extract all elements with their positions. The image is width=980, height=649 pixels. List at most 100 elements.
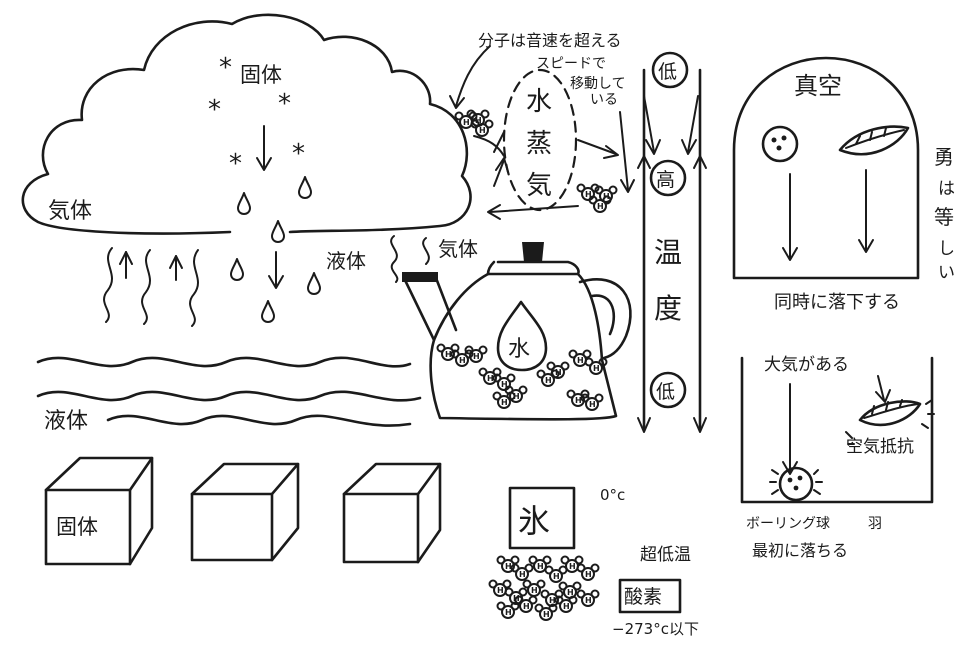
molecule-speed-label-2: スピードで <box>536 56 606 72</box>
svg-text:H: H <box>545 376 552 385</box>
vapor-char-1: 水 <box>526 87 552 117</box>
svg-text:H: H <box>585 190 592 199</box>
svg-text:H: H <box>569 562 576 571</box>
svg-text:H: H <box>505 562 512 571</box>
high-temp-circle <box>649 159 687 197</box>
temperature-char-2: 度 <box>654 292 682 325</box>
oxygen-box <box>618 578 682 614</box>
ice-label: 氷 <box>518 502 550 540</box>
zero-c-label: 0°c <box>600 486 625 504</box>
water-molecule-icon: H <box>528 555 552 573</box>
kettle-liquid-label: 液体 <box>326 249 366 273</box>
equal-momentum-label: 勇 は 等 し い <box>934 145 955 283</box>
vacuum-label: 真空 <box>794 72 842 100</box>
ice-block <box>508 486 576 550</box>
svg-text:し: し <box>938 239 955 259</box>
water-molecule-icon: H <box>544 565 568 583</box>
svg-text:H: H <box>505 608 512 617</box>
svg-text:H: H <box>497 586 504 595</box>
water-molecule-icon: H <box>546 361 570 379</box>
water-waves <box>36 356 422 427</box>
svg-text:H: H <box>597 202 604 211</box>
bowling-ball-icon <box>778 466 814 502</box>
raindrop-icon <box>298 176 312 199</box>
svg-text:H: H <box>585 570 592 579</box>
air-present-label: 大気がある <box>764 355 849 375</box>
svg-text:H: H <box>513 392 520 401</box>
cloud <box>21 13 472 235</box>
svg-text:勇: 勇 <box>934 145 954 169</box>
water-molecule-icon: H <box>492 373 516 391</box>
svg-text:H: H <box>567 588 574 597</box>
temperature-column <box>637 51 707 433</box>
water-molecule-icon: H <box>576 563 600 581</box>
svg-text:い: い <box>938 263 955 283</box>
cloud-down-arrow <box>256 125 272 171</box>
ultra-low-temp-label: 超低温 <box>640 545 691 565</box>
water-molecule-icon: H <box>560 555 584 573</box>
svg-text:H: H <box>487 374 494 383</box>
raindrop-icon <box>230 258 244 281</box>
rising-vapor <box>103 247 199 327</box>
svg-text:H: H <box>459 356 466 365</box>
svg-text:H: H <box>519 570 526 579</box>
first-to-fall-label: 最初に落ちる <box>752 541 848 560</box>
svg-text:H: H <box>555 368 562 377</box>
feather-icon <box>858 400 922 427</box>
svg-text:H: H <box>479 126 486 135</box>
snowflakes: * * * * * <box>208 53 305 179</box>
molecule-speed-label-1: 分子は音速を超える <box>478 31 622 50</box>
svg-text:H: H <box>537 562 544 571</box>
svg-text:H: H <box>445 350 452 359</box>
svg-text:H: H <box>523 602 530 611</box>
gas-label: 気体 <box>48 199 92 224</box>
molecule-speed-label-3: 移動して <box>570 76 626 92</box>
fall-together-label: 同時に落下する <box>774 292 900 313</box>
bowling-ball-label: ボーリング球 <box>746 516 830 532</box>
raindrop-icon <box>271 220 285 243</box>
air-resistance-label: 空気抵抗 <box>846 437 914 457</box>
leaf-icon <box>838 125 910 156</box>
low-temp-top-label: 低 <box>658 61 677 83</box>
cube-solid-label: 固体 <box>56 515 98 539</box>
snowflake-icon: * <box>292 139 305 169</box>
raindrops <box>230 176 321 323</box>
steam <box>390 235 430 283</box>
water-molecule-icon: H <box>580 393 604 411</box>
water-molecule-icon: H <box>554 595 578 613</box>
svg-text:H: H <box>553 572 560 581</box>
water-molecule-icon: H <box>576 589 600 607</box>
kettle-gas-label: 気体 <box>438 237 478 261</box>
vacuum-dome <box>732 56 920 280</box>
water-molecule-icon: H <box>584 357 608 375</box>
vapor-bubble <box>502 68 578 212</box>
molecule-speed-label-4: いる <box>590 92 618 108</box>
svg-text:H: H <box>603 192 610 201</box>
feather-label: 羽 <box>868 516 882 532</box>
ice-cube-3 <box>342 462 442 564</box>
air-box <box>740 356 935 504</box>
water-molecule-icon: H <box>466 109 490 127</box>
ice-cube-2 <box>190 462 300 562</box>
oxygen-label: 酸素 <box>624 586 662 608</box>
ball-icon <box>761 125 799 163</box>
svg-text:等: 等 <box>934 205 954 229</box>
raindrop-icon <box>261 300 275 323</box>
vapor-char-3: 気 <box>526 171 552 201</box>
vapor-char-2: 蒸 <box>526 129 552 159</box>
water-molecule-icon: H <box>594 185 618 203</box>
svg-text:H: H <box>593 364 600 373</box>
water-molecule-icon: H <box>566 389 590 407</box>
molecule-arrows <box>449 45 635 220</box>
svg-text:H: H <box>585 596 592 605</box>
raindrop-icon <box>307 272 321 295</box>
svg-text:H: H <box>475 116 482 125</box>
svg-text:は: は <box>938 179 955 199</box>
ice-cube-1 <box>44 456 154 566</box>
raindrop-icon <box>237 192 251 215</box>
high-temp-label: 高 <box>656 169 675 191</box>
temperature-char-1: 温 <box>654 236 682 269</box>
